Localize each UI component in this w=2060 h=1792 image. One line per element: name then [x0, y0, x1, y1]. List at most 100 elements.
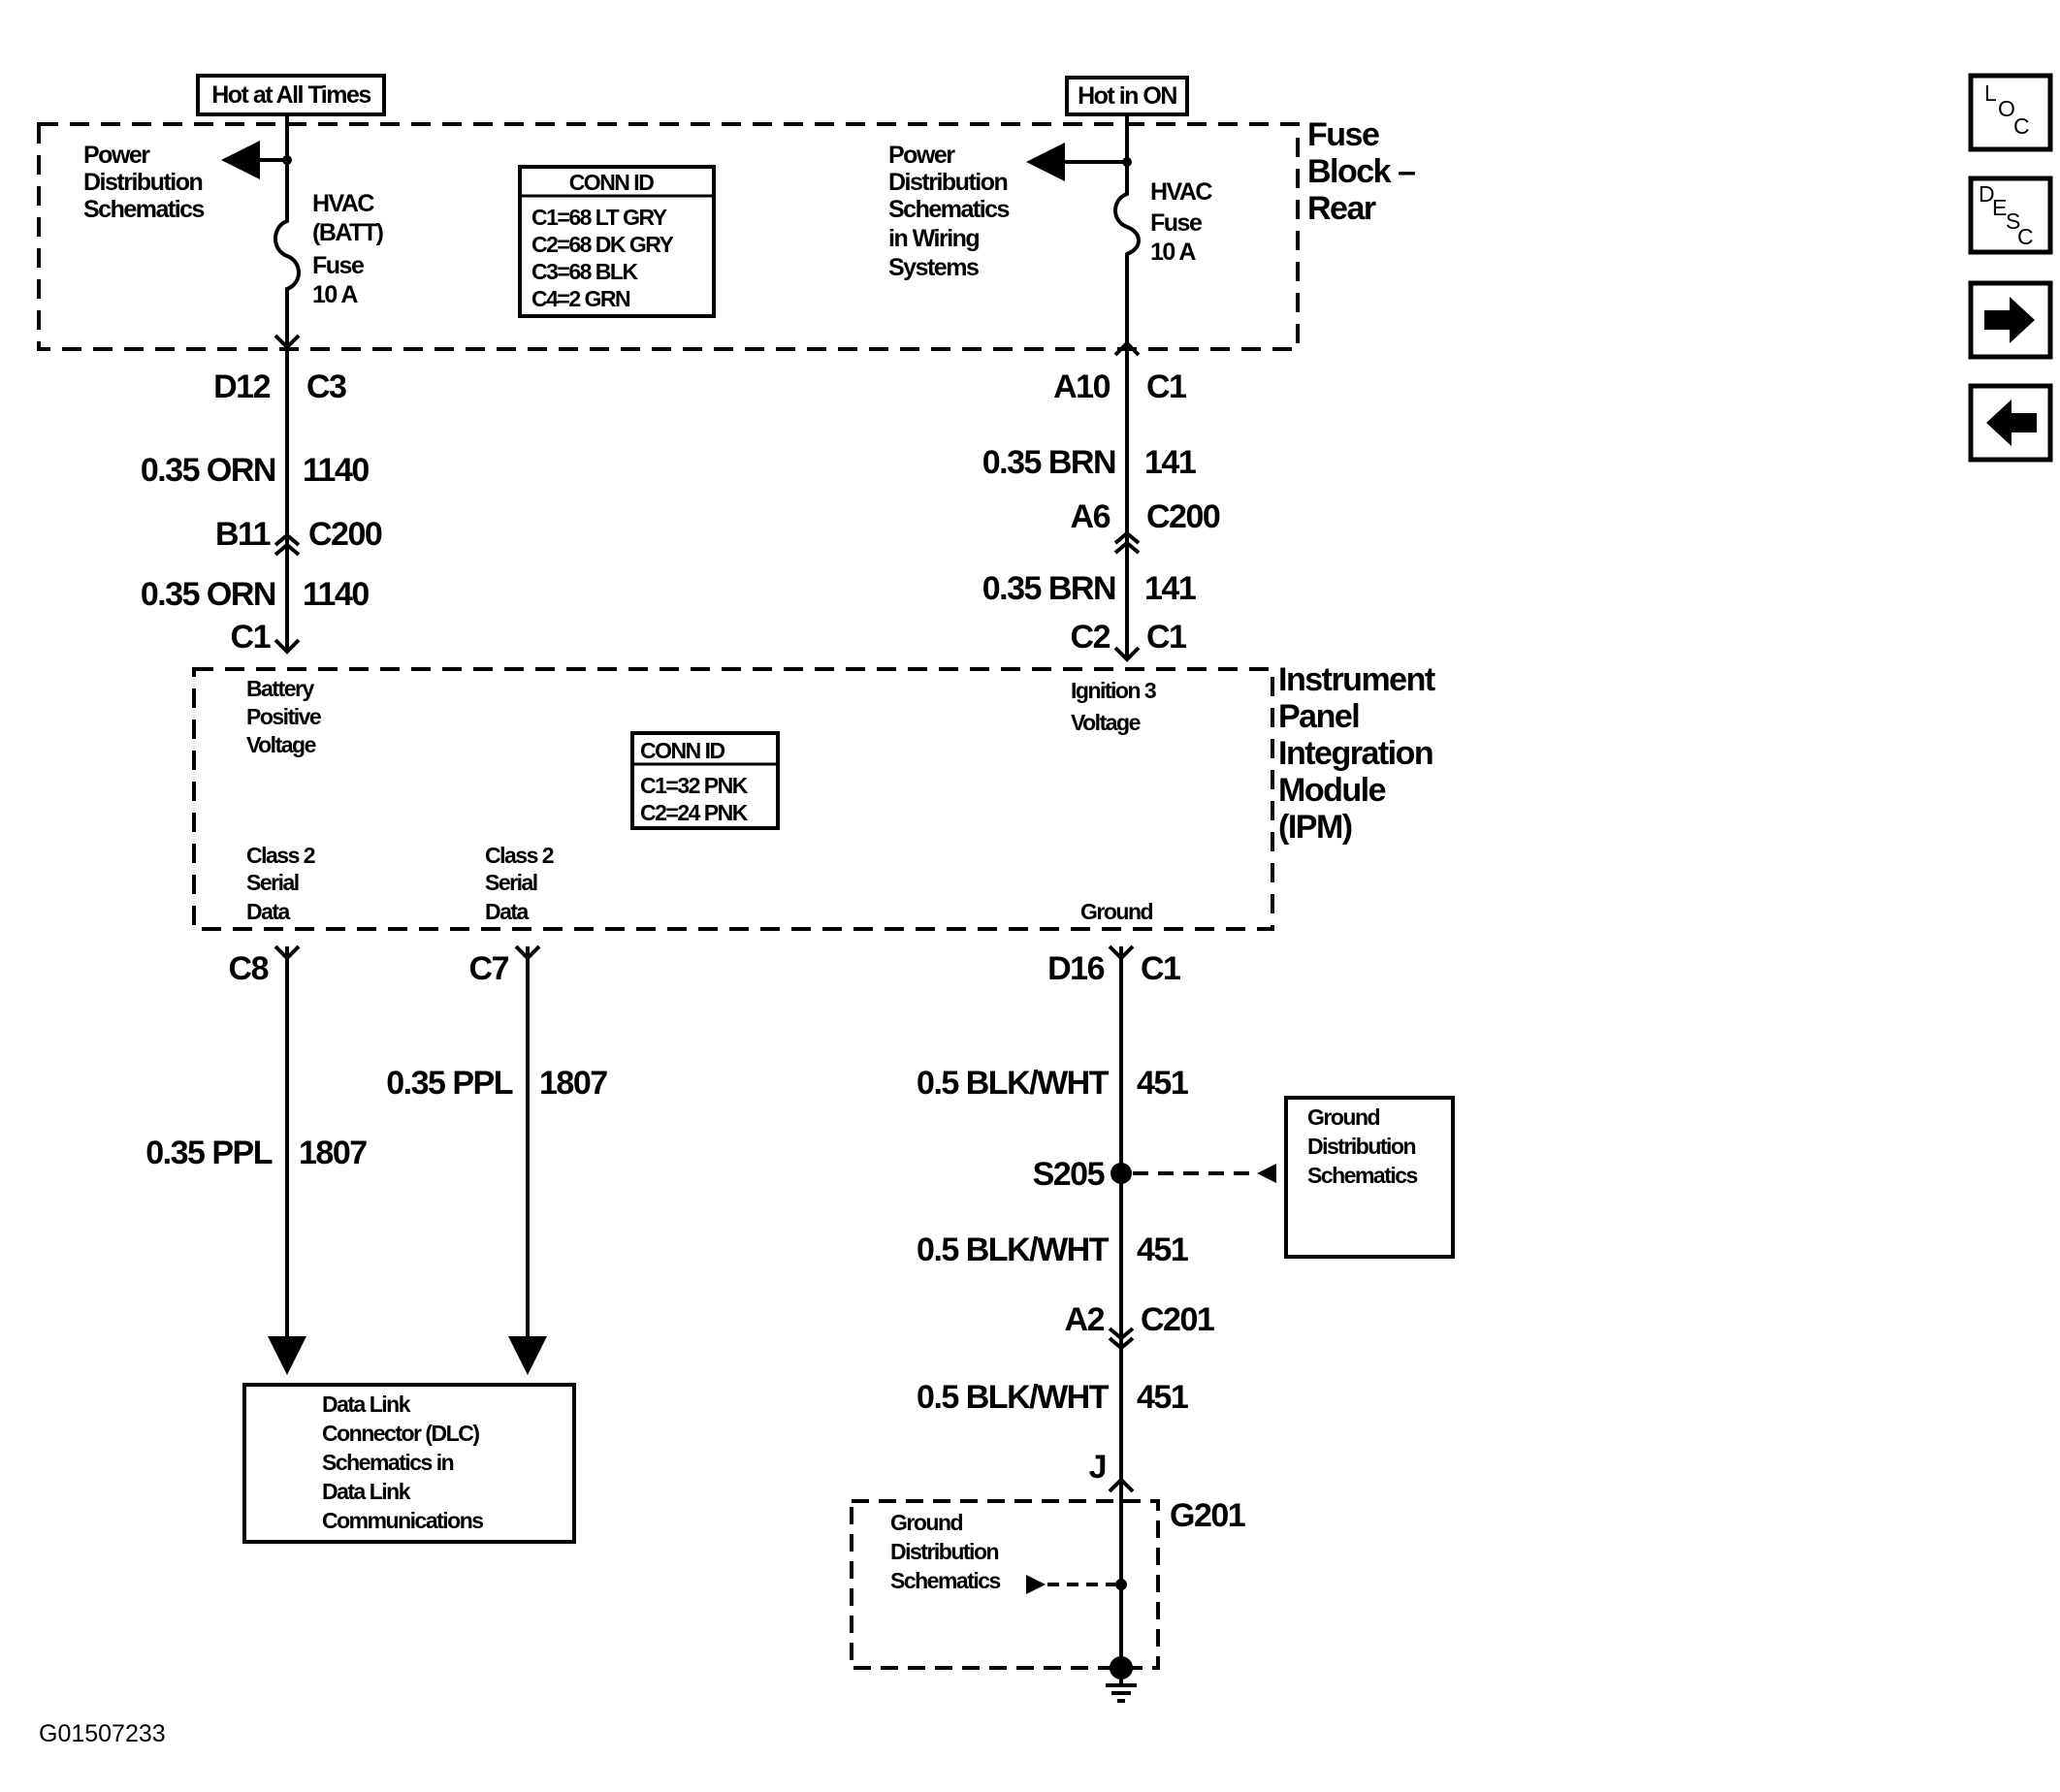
c1-left-connector-mark — [274, 638, 301, 655]
wire-brn-1: 0.35 BRN — [982, 444, 1115, 481]
svg-text:L: L — [1984, 80, 1997, 106]
desc-button[interactable]: D E S C — [1968, 176, 2053, 255]
right-fuse-symbol — [1113, 116, 1141, 341]
forward-button[interactable] — [1968, 280, 2053, 360]
conn-c200-left: C200 — [308, 516, 382, 553]
svg-text:S: S — [2006, 208, 2020, 234]
g201-junction — [1115, 1579, 1127, 1590]
figure-id: G01507233 — [39, 1720, 166, 1747]
conn-c3: C3 — [306, 368, 346, 405]
conn-c200-right: C200 — [1146, 498, 1220, 535]
back-button[interactable] — [1968, 383, 2053, 463]
ground-point-dot — [1110, 1656, 1133, 1680]
pin-a2: A2 — [1065, 1301, 1105, 1338]
circuit-1140-2: 1140 — [303, 576, 369, 613]
svg-text:C1=32 PNK: C1=32 PNK — [640, 773, 749, 798]
conn-c201: C201 — [1141, 1301, 1214, 1338]
svg-text:C1=68 LT GRY: C1=68 LT GRY — [531, 205, 667, 230]
wire-orn-1: 0.35 ORN — [141, 452, 275, 489]
right-power-ref-text: Power Distribution Schematics in Wiring … — [888, 142, 1014, 281]
fuse-block-outline — [37, 122, 1300, 351]
class2-serial-data-b-text: Class 2 Serial Data — [485, 843, 558, 924]
right-fuse-text: HVAC Fuse 10 A — [1150, 178, 1216, 266]
g201-ref-arrow — [1026, 1575, 1046, 1594]
wire-blkwht-3: 0.5 BLK/WHT — [917, 1379, 1110, 1416]
left-fuse-symbol — [274, 116, 301, 341]
conn-c1-fuse: C1 — [1146, 368, 1186, 405]
splice-s205: S205 — [1033, 1156, 1105, 1193]
c1-top-right-connector-mark — [1113, 340, 1141, 357]
arrow-right-icon — [1984, 297, 2035, 343]
svg-text:C: C — [2013, 113, 2030, 139]
loc-button[interactable]: L O C — [1968, 73, 2053, 152]
svg-text:C3=68 BLK: C3=68 BLK — [531, 259, 638, 284]
left-fuse-text: HVAC (BATT) Fuse 10 A — [312, 190, 388, 308]
ground-distribution-reference-box: Ground Distribution Schematics — [1284, 1096, 1455, 1259]
pin-j: J — [1089, 1449, 1106, 1486]
circuit-451-3: 451 — [1137, 1379, 1188, 1416]
battery-positive-voltage-text: Battery Positive Voltage — [246, 676, 325, 757]
circuit-1807-c7: 1807 — [539, 1065, 607, 1102]
svg-text:Data Link Connector (DLC: Data Link Connector (DLC) Schematics in … — [322, 1392, 483, 1533]
circuit-141-2: 141 — [1144, 570, 1196, 607]
pin-b11: B11 — [215, 516, 271, 553]
svg-text:C4=2 GRN: C4=2 GRN — [531, 286, 630, 311]
svg-text:CONN ID: CONN ID — [569, 170, 655, 195]
circuit-451-1: 451 — [1137, 1065, 1188, 1102]
ground-g201: G201 — [1170, 1497, 1245, 1534]
svg-text:Hot in ON: Hot in ON — [1078, 82, 1176, 110]
conn-c1-ground: C1 — [1141, 950, 1180, 987]
circuit-451-2: 451 — [1137, 1232, 1188, 1268]
fuse-block-conn-id: CONN ID C1=68 LT GRY C2=68 DK GRY C3=68 … — [518, 165, 716, 318]
c3-connector-mark — [274, 334, 301, 350]
c7-connector-mark — [514, 944, 541, 961]
class2-serial-data-a-text: Class 2 Serial Data — [246, 843, 319, 924]
svg-text:D: D — [1979, 181, 1995, 207]
wire-blkwht-2: 0.5 BLK/WHT — [917, 1232, 1110, 1268]
wire-brn-2: 0.35 BRN — [982, 570, 1115, 607]
ipm-ground-text: Ground — [1080, 899, 1152, 924]
c8-connector-mark — [274, 944, 301, 961]
svg-text:C2=68 DK GRY: C2=68 DK GRY — [531, 232, 674, 257]
ipm-outline — [192, 667, 1274, 931]
ground-symbol-icon — [1106, 1678, 1137, 1703]
wire-ppl-c7: 0.35 PPL — [386, 1065, 512, 1102]
circuit-1807-c8: 1807 — [299, 1135, 367, 1171]
ipm-title: Instrument Panel Integration Module (IPM… — [1278, 661, 1442, 846]
fuse-block-title: Fuse Block – Rear — [1307, 116, 1422, 227]
pin-c7: C7 — [469, 950, 509, 987]
arrow-left-icon — [1986, 400, 2037, 446]
c200-right-connector-mark — [1113, 530, 1141, 555]
ipm-conn-id: CONN ID C1=32 PNK C2=24 PNK — [630, 731, 780, 830]
circuit-141-1: 141 — [1144, 444, 1196, 481]
g201-ground-distribution-text: Ground Distribution Schematics — [890, 1510, 1003, 1593]
wire-blkwht-1: 0.5 BLK/WHT — [917, 1065, 1110, 1102]
conn-c1-ipm-right: C1 — [1146, 619, 1186, 656]
wire-orn-2: 0.35 ORN — [141, 576, 275, 613]
ground-dist-ref-arrow — [1257, 1164, 1276, 1183]
pin-d16: D16 — [1047, 950, 1104, 987]
splice-s205-dot — [1110, 1163, 1132, 1184]
svg-text:C: C — [2017, 224, 2034, 249]
svg-text:CONN ID: CONN ID — [640, 738, 725, 763]
pin-d12: D12 — [213, 368, 270, 405]
c1-ipm-right-connector-mark — [1113, 646, 1141, 662]
svg-text:E: E — [1992, 195, 2007, 220]
pin-c2: C2 — [1071, 619, 1110, 656]
circuit-1140-1: 1140 — [303, 452, 369, 489]
c201-connector-mark — [1108, 1327, 1135, 1351]
g201-outline — [850, 1499, 1160, 1670]
pin-a6: A6 — [1071, 498, 1110, 535]
ignition-3-voltage-text: Ignition 3 Voltage — [1071, 678, 1160, 735]
d16-connector-mark — [1108, 944, 1135, 961]
conn-c1-left: C1 — [231, 619, 271, 656]
svg-text:Ground Distribution: Ground Distribution Schematics — [1307, 1104, 1420, 1188]
pin-c8: C8 — [229, 950, 269, 987]
dlc-reference-box: Data Link Connector (DLC) Schematics in … — [242, 1383, 576, 1544]
left-power-ref-text: Power Distribution Schematics — [83, 142, 208, 223]
svg-text:Hot at All Times: Hot at All Times — [211, 81, 370, 109]
wire-ppl-c8: 0.35 PPL — [145, 1135, 272, 1171]
j-connector-mark — [1108, 1477, 1135, 1493]
pin-a10: A10 — [1053, 368, 1110, 405]
